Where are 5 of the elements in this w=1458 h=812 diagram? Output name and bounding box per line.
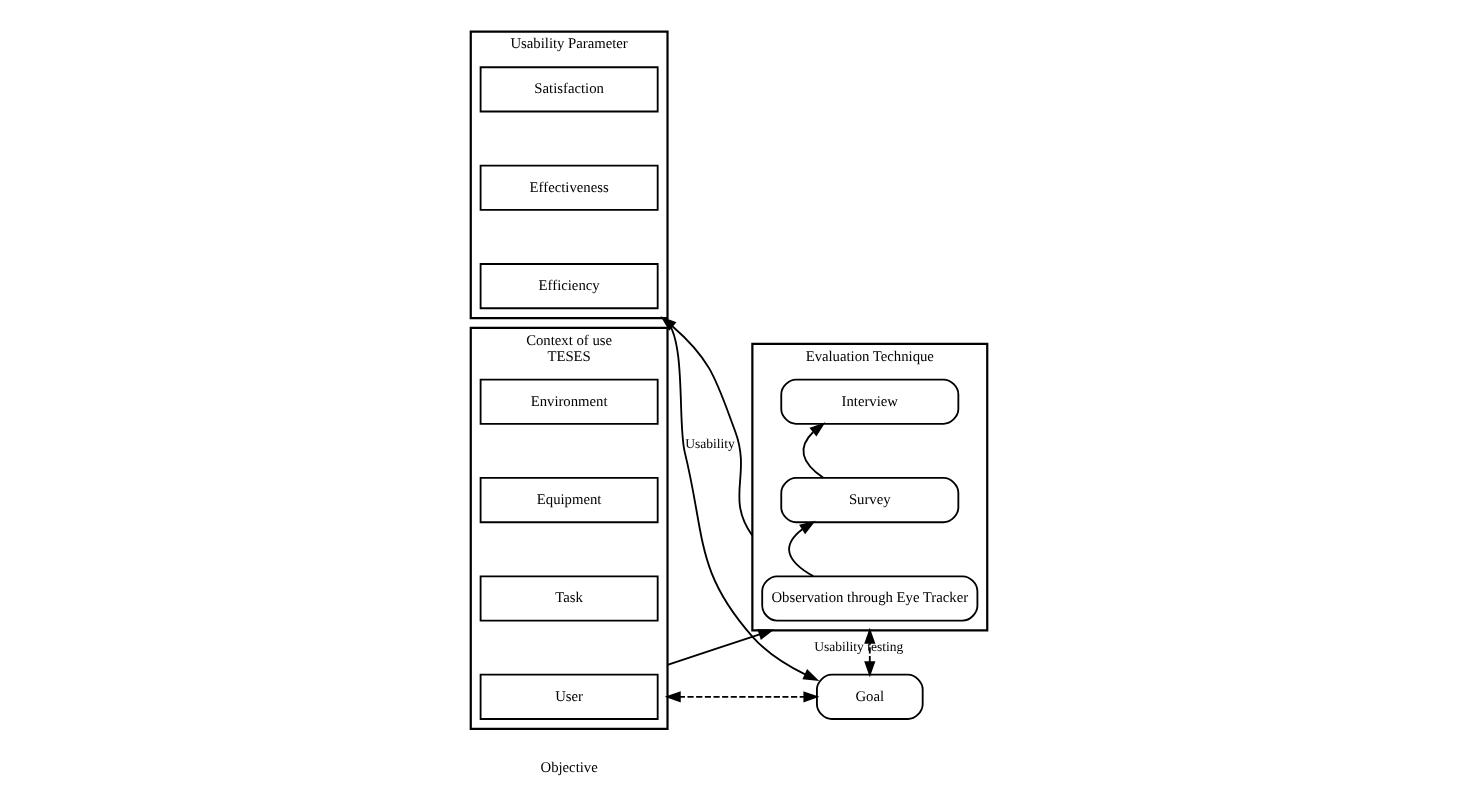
arrow: [802, 422, 826, 479]
arrow: [864, 627, 876, 678]
arrow: [666, 629, 775, 666]
arrow: [788, 520, 816, 578]
arrow: [664, 691, 820, 703]
